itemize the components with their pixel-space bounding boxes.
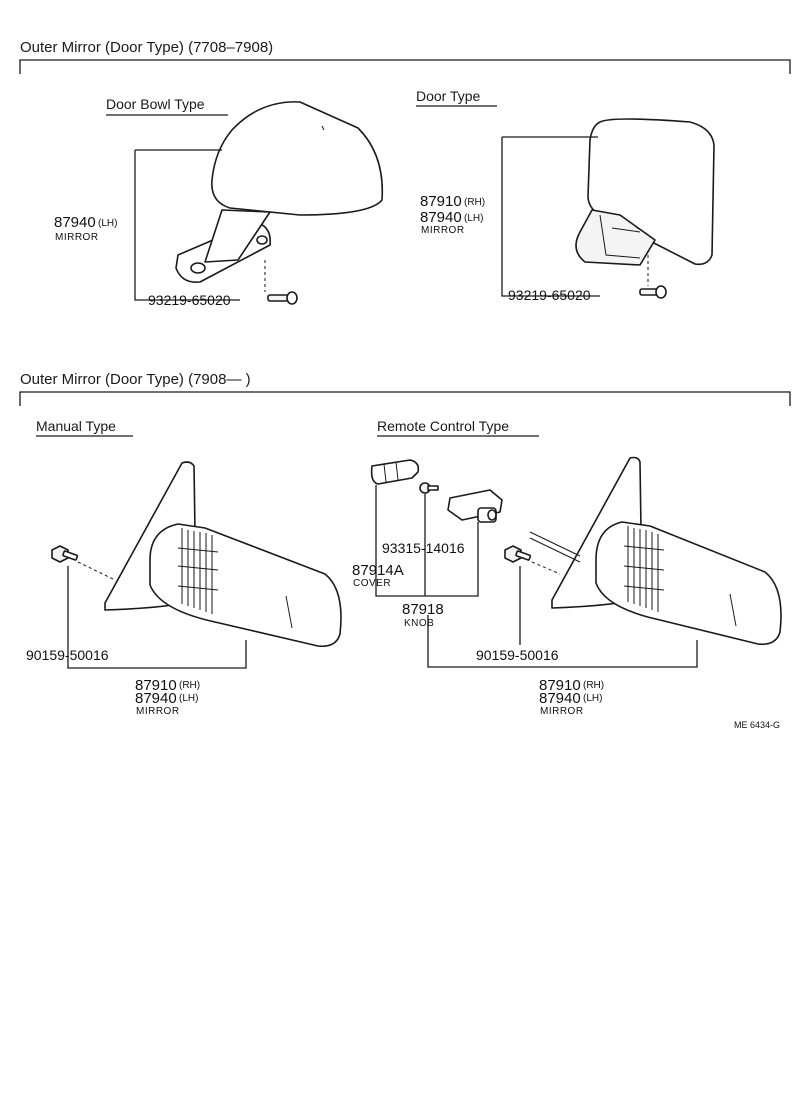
- manual-mirror-part-lh: 87940: [135, 690, 177, 707]
- door-bowl-mirror-part: 87940: [54, 214, 96, 231]
- door-type-mirror-illustration: [575, 118, 715, 266]
- door-type-leader-bracket: [501, 137, 600, 297]
- remote-cover-label: COVER: [353, 578, 391, 589]
- remote-mirror-part-lh: 87940: [539, 690, 581, 707]
- door-type-mirror-label: MIRROR: [421, 225, 465, 236]
- remote-mirror-leader: [427, 615, 698, 668]
- figure-code: ME 6434-G: [734, 720, 780, 730]
- door-bowl-title: Door Bowl Type: [106, 96, 205, 112]
- door-type-mirror-suffix-lh: (LH): [464, 213, 483, 224]
- manual-mirror-part-rh: 87910: [135, 677, 177, 694]
- door-bowl-screw-part: 93219-65020: [148, 292, 231, 308]
- door-type-screw: [639, 255, 667, 299]
- remote-mirror-label: MIRROR: [540, 706, 584, 717]
- door-bowl-leader-bracket: [134, 150, 240, 301]
- manual-mirror-suffix-lh: (LH): [179, 693, 198, 704]
- section1-title: Outer Mirror (Door Type) (7708–7908): [20, 39, 273, 56]
- remote-knob-illustration: [447, 489, 503, 523]
- remote-cover: [370, 459, 420, 485]
- door-type-title: Door Type: [416, 88, 481, 104]
- door-bowl-mirror-label: MIRROR: [55, 232, 99, 243]
- door-bowl-base-hole: [190, 262, 206, 274]
- remote-cover-knob-bracket: [375, 485, 479, 597]
- remote-screw: [504, 545, 561, 575]
- door-type-mirror-suffix-rh: (RH): [464, 197, 485, 208]
- manual-mirror-illustration: [104, 461, 342, 648]
- remote-small-screw: [419, 482, 439, 494]
- section2-title: Outer Mirror (Door Type) (7908— ): [20, 371, 251, 388]
- remote-cover-illustration: [370, 459, 420, 485]
- remote-knob-label: KNOB: [404, 618, 434, 629]
- manual-mirror-suffix-rh: (RH): [179, 680, 200, 691]
- door-type-screw-part: 93219-65020: [508, 287, 591, 303]
- remote-type-title: Remote Control Type: [377, 418, 509, 434]
- door-type-mount-base: [575, 209, 656, 266]
- door-type-mirror-part-lh: 87940: [420, 209, 462, 226]
- section2-bracket: [19, 391, 791, 406]
- manual-type-title: Manual Type: [36, 418, 116, 434]
- manual-screw: [51, 545, 116, 581]
- door-type-mirror-part-rh: 87910: [420, 193, 462, 210]
- remote-small-screw-part: 93315-14016: [382, 540, 465, 556]
- door-bowl-screw: [264, 260, 298, 305]
- door-bowl-base-hole-2: [256, 235, 268, 245]
- remote-cover-part: 87914A: [352, 562, 404, 579]
- manual-mirror-housing: [149, 523, 342, 648]
- remote-mirror-suffix-lh: (LH): [583, 693, 602, 704]
- remote-screw-part: 90159-50016: [476, 647, 559, 663]
- remote-mirror-housing: [595, 521, 782, 646]
- remote-mirror-suffix-rh: (RH): [583, 680, 604, 691]
- manual-mirror-label: MIRROR: [136, 706, 180, 717]
- door-bowl-mirror-suffix: (LH): [98, 218, 117, 229]
- section1-bracket: [19, 59, 791, 74]
- door-bowl-mirror-illustration: [175, 101, 384, 284]
- door-bowl-mirror-head: [211, 101, 384, 216]
- door-type-mirror-head: [587, 118, 715, 266]
- remote-mirror-part-rh: 87910: [539, 677, 581, 694]
- manual-leader: [67, 566, 247, 669]
- remote-knob-part: 87918: [402, 601, 444, 618]
- remote-mirror-illustration: [529, 456, 782, 646]
- manual-screw-part: 90159-50016: [26, 647, 109, 663]
